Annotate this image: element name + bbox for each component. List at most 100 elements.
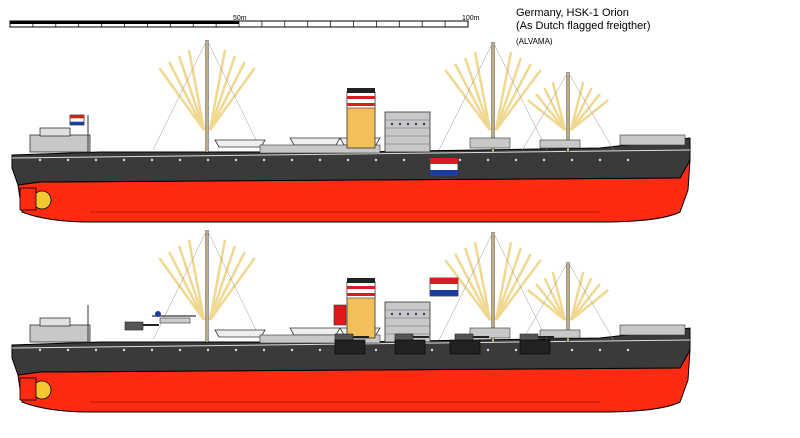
derrick-boom (569, 277, 593, 321)
stern-house-top (39, 317, 71, 327)
porthole (66, 158, 70, 162)
mizzen-mast-group (522, 261, 614, 342)
derrick-boom (570, 99, 610, 131)
derrick-boom (473, 241, 492, 321)
ship-profile-top (11, 39, 691, 223)
rudder (19, 187, 37, 211)
derrick-boom (444, 69, 492, 131)
lifeboat (214, 329, 266, 338)
rigging (492, 41, 548, 151)
gun-port (449, 339, 481, 355)
porthole (570, 348, 574, 352)
lifeboat (289, 137, 341, 146)
derrick-boom (551, 81, 567, 131)
derrick-boom (473, 51, 492, 131)
rigging (492, 231, 548, 341)
porthole (598, 348, 602, 352)
forward-hatch (539, 329, 581, 339)
mizzen-mast-group (522, 71, 614, 152)
scale-label-100m: 100m (462, 15, 480, 22)
funnel-stripe (347, 286, 375, 289)
derrick-boom (444, 259, 492, 321)
derrick-boom (569, 81, 585, 131)
german-flag (333, 304, 347, 326)
derrick-boom (463, 247, 492, 321)
funnel-stripe (347, 293, 375, 296)
hull-red (17, 159, 691, 223)
derrick-boom (187, 49, 206, 131)
main-mast-group (438, 231, 548, 342)
derrick-boom (177, 55, 206, 131)
main-mast-group (438, 41, 548, 152)
caption-credit: (ALVAMA) (516, 37, 553, 46)
derrick-boom (526, 289, 566, 321)
porthole (374, 158, 378, 162)
porthole (514, 158, 518, 162)
derrick-boom (177, 245, 206, 321)
forward-mast-group (152, 229, 262, 342)
bridge-window (414, 122, 418, 126)
rudder (19, 377, 37, 401)
bridge (384, 111, 431, 153)
caption-subtitle: (As Dutch flagged freigther) (516, 20, 651, 32)
derrick-boom (168, 251, 206, 321)
derrick-boom (208, 257, 256, 321)
derrick-boom (494, 247, 523, 321)
derrick-boom (570, 93, 601, 131)
porthole (542, 158, 546, 162)
derrick-boom (569, 271, 585, 321)
derrick-boom (570, 283, 601, 321)
porthole (430, 348, 434, 352)
forward-hatch (469, 327, 511, 339)
forecastle (619, 134, 686, 146)
porthole (94, 158, 98, 162)
bridge-window (422, 312, 426, 316)
porthole (374, 348, 378, 352)
porthole (262, 158, 266, 162)
derrick-boom (543, 87, 567, 131)
seaplane (152, 311, 196, 324)
derrick-boom (526, 99, 566, 131)
porthole (38, 348, 42, 352)
scale-segment (10, 21, 239, 24)
hull-red (17, 349, 691, 413)
bridge-window (398, 122, 402, 126)
rigging (567, 261, 614, 341)
derrick-boom (535, 283, 566, 321)
roundel (155, 311, 161, 317)
derrick-boom (158, 67, 206, 131)
derrick-boom (494, 69, 542, 131)
rigging (438, 231, 494, 341)
derrick-boom (208, 55, 237, 131)
funnel-stripe (347, 96, 375, 99)
porthole (122, 158, 126, 162)
porthole (94, 348, 98, 352)
midship-house (259, 144, 381, 154)
bridge-window (390, 312, 394, 316)
derrick-boom (208, 49, 227, 131)
scale-bar (9, 20, 469, 28)
derrick-boom (187, 239, 206, 321)
funnel-stripe (347, 103, 375, 106)
porthole (178, 158, 182, 162)
porthole (150, 158, 154, 162)
scale-label-50m: 50m (233, 15, 247, 22)
midship-house (259, 334, 381, 344)
porthole (458, 158, 462, 162)
forward-mast-group (152, 39, 262, 152)
bridge-window (414, 312, 418, 316)
lifeboat (214, 139, 266, 148)
gun-port (334, 339, 366, 355)
dutch-flag (69, 114, 85, 126)
derrick-boom (494, 259, 542, 321)
derrick-boom (208, 245, 237, 321)
rigging (206, 39, 262, 151)
gun-mount (124, 321, 159, 331)
porthole (206, 348, 210, 352)
funnel-cap (347, 278, 375, 283)
porthole (38, 158, 42, 162)
derrick-boom (494, 51, 513, 131)
derrick-boom (454, 63, 492, 131)
bridge-window (406, 312, 410, 316)
